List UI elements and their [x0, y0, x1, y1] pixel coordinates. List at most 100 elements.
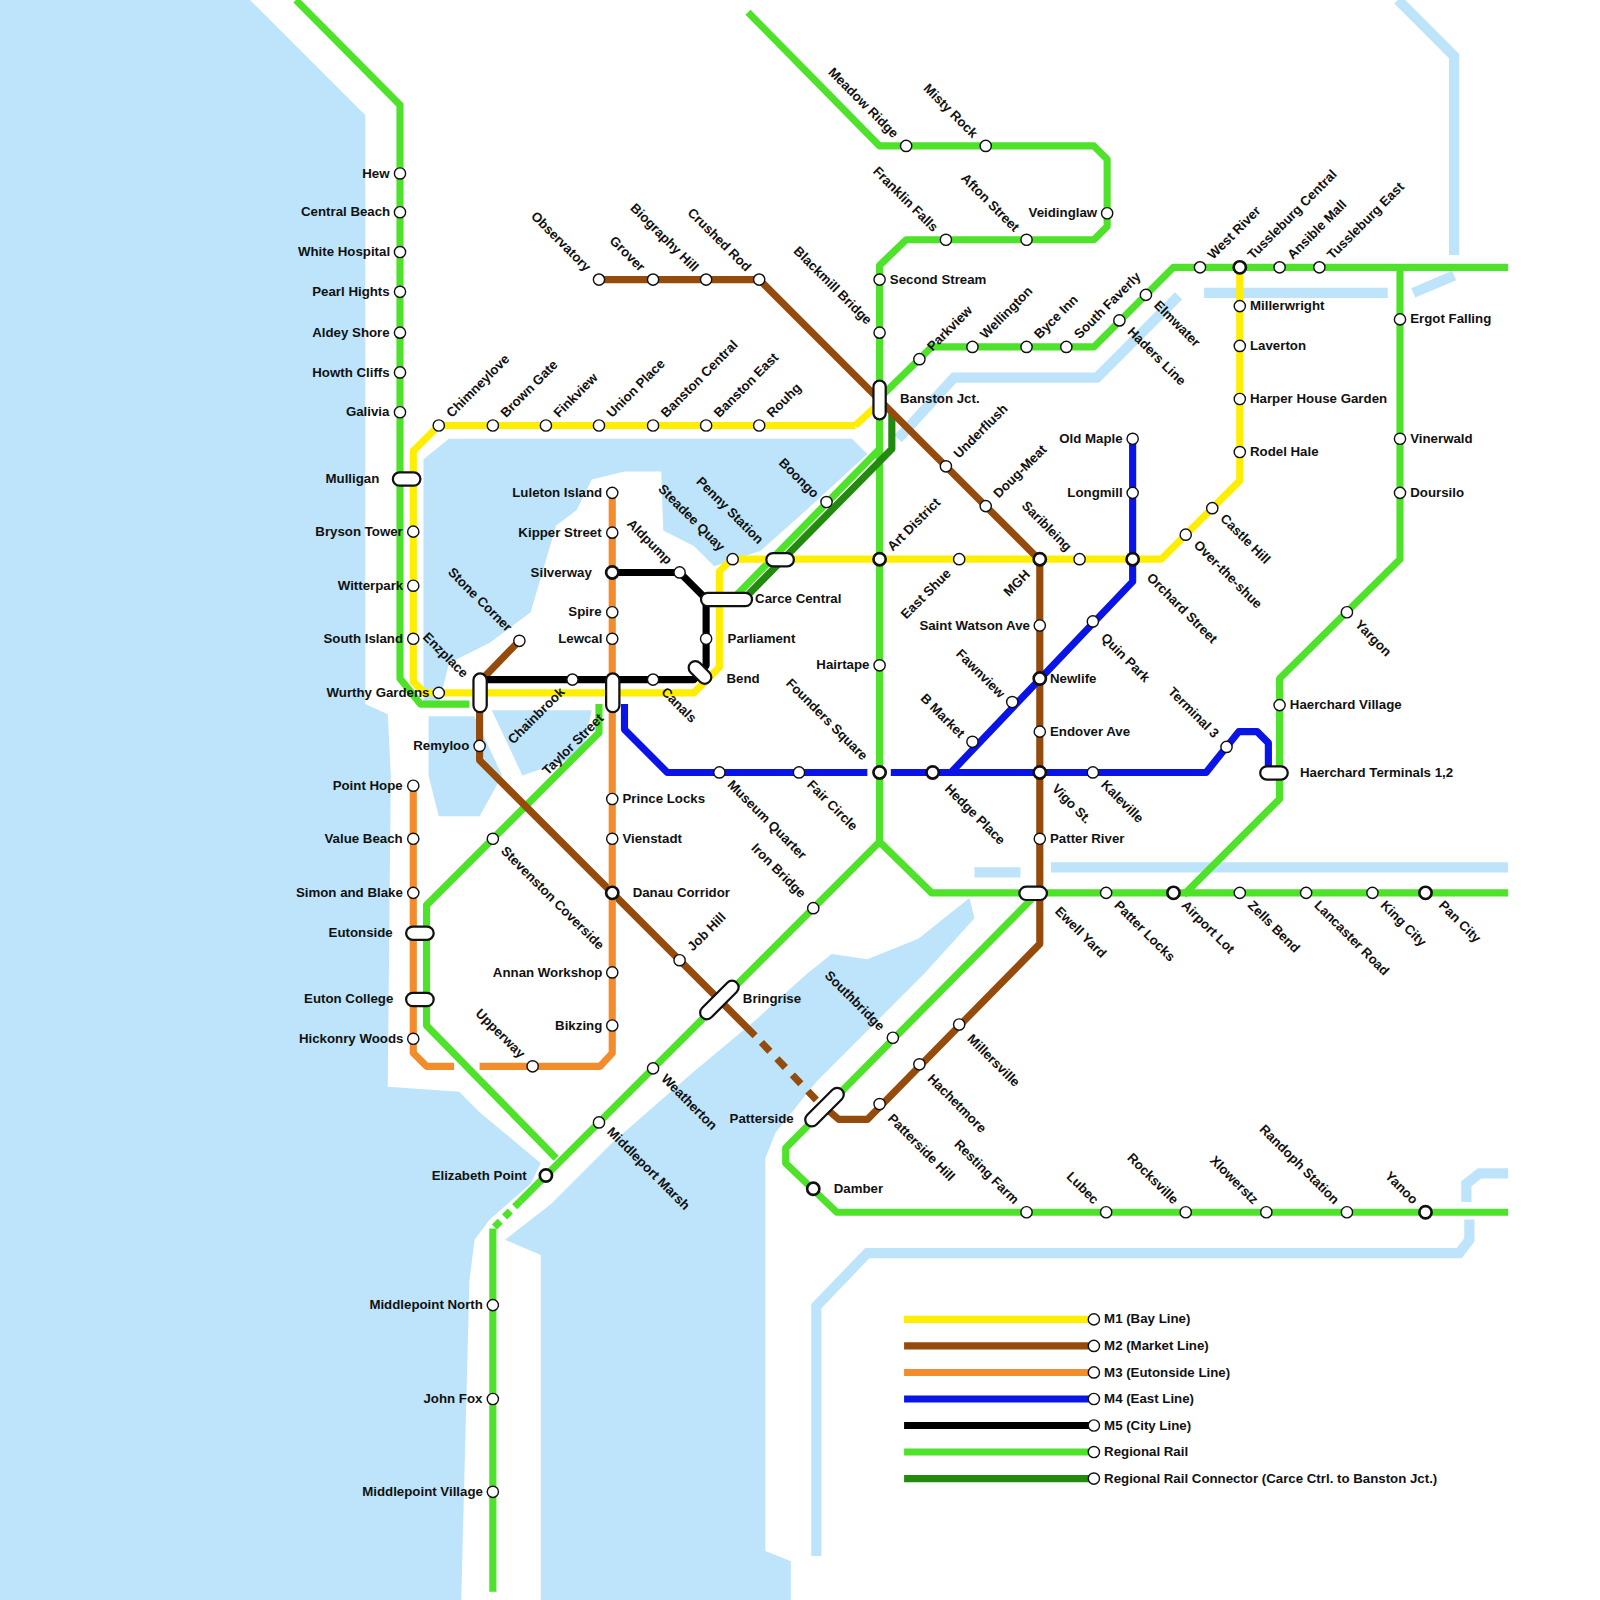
station-dot	[1034, 620, 1045, 631]
station-name: Laverton	[1250, 338, 1306, 354]
station-name: Meadow Ridge	[825, 65, 902, 142]
station-name: Misty Rock	[920, 81, 981, 142]
station-dot	[1394, 314, 1405, 325]
station-name: Harper House Garden	[1250, 391, 1387, 407]
station-dot	[1234, 340, 1245, 351]
legend-text: Regional Rail	[1104, 1444, 1188, 1460]
station-name: Enzplace	[420, 630, 472, 682]
station-name: MGH	[1001, 566, 1034, 599]
station-dot	[474, 740, 485, 751]
legend-dot	[1088, 1420, 1099, 1431]
m1-line	[413, 267, 1240, 693]
station-name: Wellington	[976, 284, 1035, 343]
station-dot	[567, 674, 578, 685]
station-name: Middlepoint Village	[362, 1484, 483, 1500]
station-name: Endover Ave	[1050, 723, 1130, 739]
station-name: Orchard Street	[1143, 569, 1220, 646]
legend-dot	[1088, 1393, 1099, 1404]
station-name: Hew	[362, 165, 389, 181]
station-name: Point Hope	[333, 778, 403, 794]
station-dot	[874, 327, 885, 338]
station-name: Underflush	[950, 401, 1011, 462]
legend-swatch	[904, 1369, 1090, 1376]
station-name: Saint Watson Ave	[919, 617, 1030, 633]
legend-swatch	[904, 1448, 1090, 1455]
interchange-dot	[1419, 1206, 1431, 1218]
rail-line	[735, 449, 880, 597]
interchange-dot	[540, 1169, 552, 1181]
station-name: Haerchard Terminals 1,2	[1300, 764, 1453, 780]
interchange-dot	[1234, 261, 1246, 273]
station-name: Parkview	[923, 303, 975, 355]
station-name: Danau Corridor	[633, 885, 730, 901]
station-name: Rouhg	[763, 380, 804, 421]
station-dot	[1261, 1207, 1272, 1218]
interchange-dot	[873, 553, 885, 565]
regional-rail	[296, 0, 1508, 1592]
legend	[904, 1314, 1099, 1484]
station-name: Banston Jct.	[900, 391, 980, 407]
legend-dot	[1088, 1367, 1099, 1378]
station-dot	[967, 341, 978, 352]
station-name: Silverway	[531, 564, 592, 580]
station-name: Second Stream	[890, 271, 987, 287]
west-sea	[0, 0, 541, 1600]
station-name: Chainbrook	[505, 684, 569, 748]
station-name: Middlepoint North	[369, 1297, 482, 1313]
station-dot	[1394, 487, 1405, 498]
station-name: Yargon	[1351, 616, 1394, 659]
station-dot	[1021, 1207, 1032, 1218]
station-dot	[967, 736, 978, 747]
station-name: Mulligan	[326, 470, 380, 486]
legend-swatch	[904, 1342, 1090, 1349]
interchange-dot	[1034, 553, 1046, 565]
station-name: Prince Locks	[622, 791, 705, 807]
station-dot	[408, 526, 419, 537]
station-dot	[1194, 262, 1205, 273]
station-dot	[1021, 234, 1032, 245]
station-name: South Island	[323, 631, 403, 647]
stations	[394, 140, 1431, 1497]
station-dot	[408, 580, 419, 591]
interchange-pill	[473, 673, 486, 712]
interchange-pill	[1019, 887, 1047, 900]
station-dot	[593, 420, 604, 431]
inner-bay	[423, 439, 867, 704]
station-dot	[1087, 767, 1098, 778]
station-dot	[1127, 433, 1138, 444]
interchange-dot	[873, 766, 885, 778]
station-name: Rodel Hale	[1250, 444, 1319, 460]
station-name: Ergot Falling	[1410, 311, 1491, 327]
interchange-dot	[1034, 672, 1046, 684]
station-name: Hairtape	[816, 657, 869, 673]
station-name: Franklin Falls	[870, 164, 942, 236]
station-name: Finkview	[550, 370, 601, 421]
station-dot	[1007, 696, 1018, 707]
station-dot	[1034, 833, 1045, 844]
legend-text: Regional Rail Connector (Carce Ctrl. to …	[1104, 1470, 1437, 1486]
station-name: Patter River	[1050, 831, 1124, 847]
station-dot	[1221, 741, 1232, 752]
station-name: Stevenston Coverside	[497, 843, 607, 953]
rail-line	[520, 842, 879, 1201]
station-name: Kipper Street	[518, 524, 601, 540]
station-name: Hedge Place	[941, 780, 1008, 847]
station-dot	[607, 967, 618, 978]
station-name: Central Beach	[301, 204, 390, 220]
station-name: Elizabeth Point	[432, 1167, 527, 1183]
station-name: Parliament	[728, 631, 796, 647]
station-name: Aldey Shore	[312, 324, 389, 340]
station-dot	[1207, 503, 1218, 514]
station-name: Art District	[884, 495, 944, 555]
station-name: Bend	[727, 670, 760, 686]
station-dot	[980, 140, 991, 151]
river	[974, 867, 1508, 872]
station-dot	[607, 793, 618, 804]
station-dot	[1061, 341, 1072, 352]
station-name: Vigo St.	[1048, 780, 1094, 826]
interchange-pill	[606, 673, 619, 712]
station-name: Doursilo	[1410, 485, 1464, 501]
station-name: Euton College	[304, 991, 393, 1007]
station-dot	[701, 633, 712, 644]
station-dot	[914, 1059, 925, 1070]
